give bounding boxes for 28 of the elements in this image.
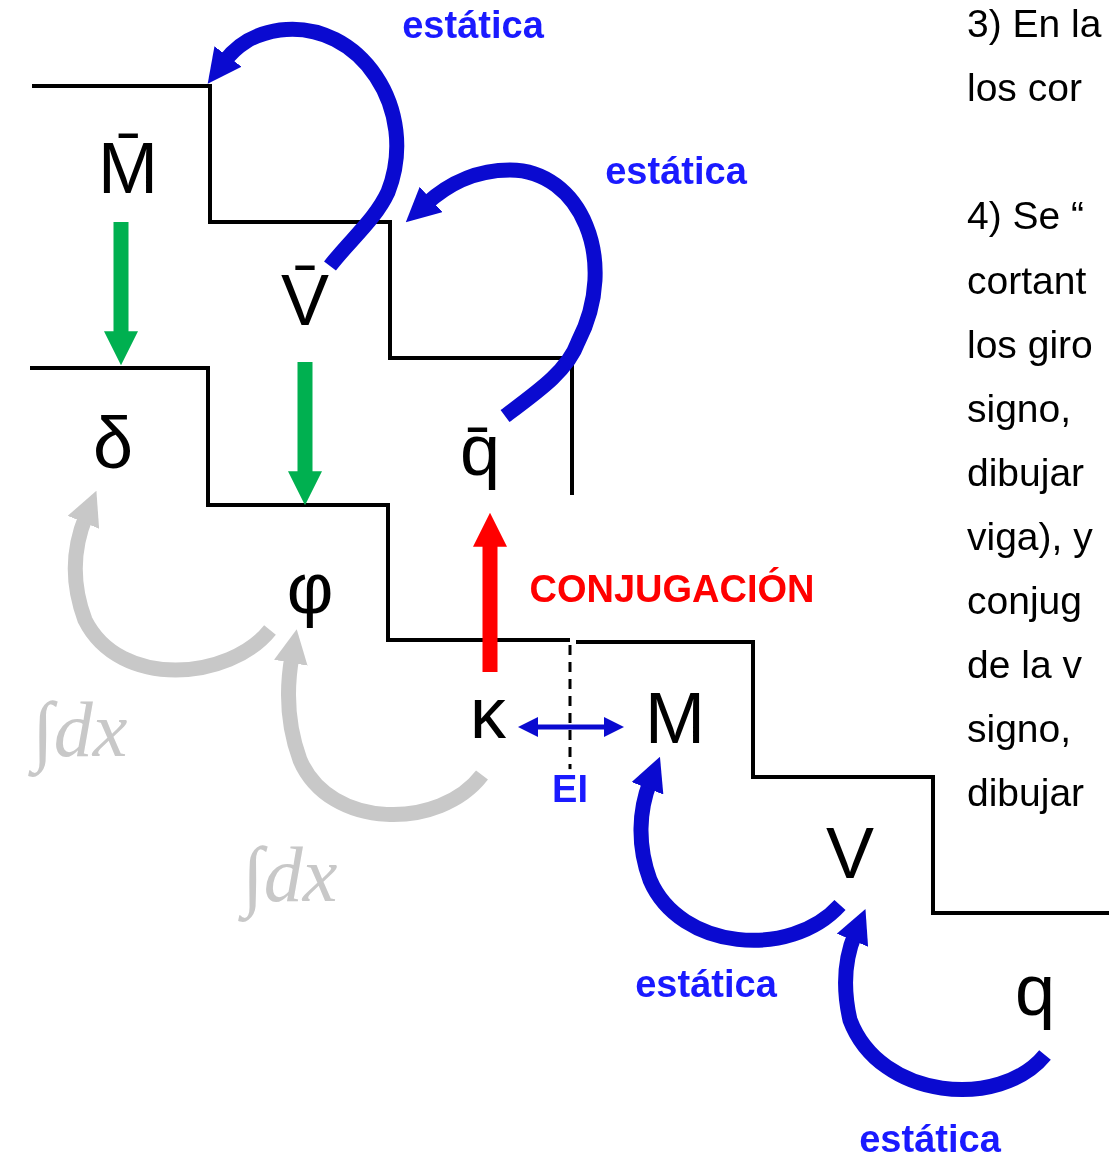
note-text: los cor <box>967 68 1082 107</box>
arrow <box>104 222 138 366</box>
note-text: viga), y <box>967 517 1093 556</box>
note-text: los giro <box>967 325 1093 364</box>
note-text: signo, <box>967 389 1072 428</box>
note-text: cortant <box>967 261 1087 300</box>
note-text: conjug <box>967 581 1082 620</box>
note-text: signo, <box>967 709 1072 748</box>
arrow <box>473 512 507 672</box>
symbol-label: V <box>826 817 874 889</box>
arrow <box>288 362 322 506</box>
note-text: de la v <box>967 645 1082 684</box>
arrow <box>836 908 1051 1097</box>
note-text: 3) En la <box>967 4 1102 43</box>
symbol-label: M̄ <box>98 132 158 204</box>
note-text: dibujar <box>967 773 1085 812</box>
symbol-label: M <box>645 682 705 754</box>
arrow <box>405 162 603 423</box>
arrow <box>274 629 488 822</box>
arrow <box>631 756 846 948</box>
note-text: 4) Se “ <box>967 196 1085 235</box>
symbol-label: δ <box>92 407 134 479</box>
symbol-label: V̄ <box>281 264 329 336</box>
symbol-label: κ <box>470 677 506 749</box>
arrow <box>207 22 405 271</box>
arrow <box>518 717 624 737</box>
arrow <box>67 490 276 678</box>
note-text: dibujar <box>967 453 1085 492</box>
